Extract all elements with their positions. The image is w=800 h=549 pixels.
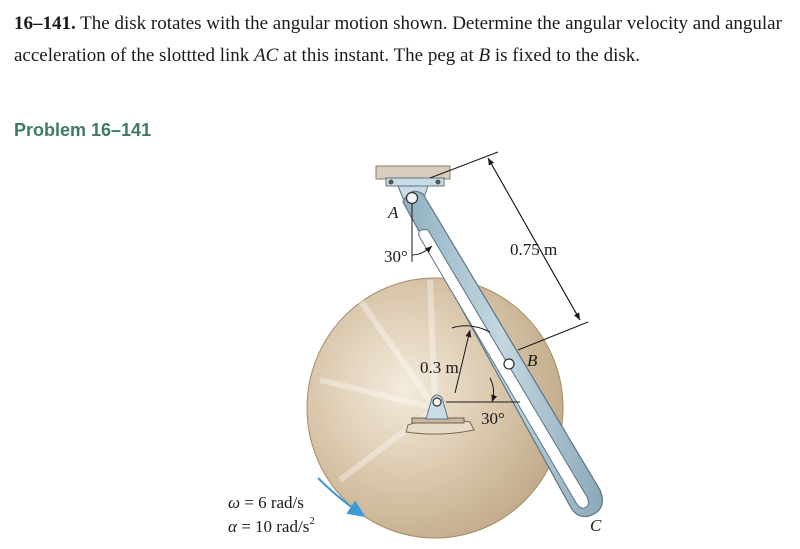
length-dimension bbox=[429, 151, 589, 351]
statement-text-2: at this instant. The peg at bbox=[278, 45, 479, 66]
label-radius: 0.3 m bbox=[420, 358, 459, 377]
statement-text-3: is fixed to the disk. bbox=[490, 45, 641, 66]
point-ac-ref: AC bbox=[254, 45, 279, 66]
label-a: A bbox=[387, 203, 399, 222]
peg-angle-arc bbox=[489, 377, 498, 403]
label-b: B bbox=[527, 351, 538, 370]
point-b-ref: B bbox=[478, 45, 491, 66]
disk-pivot bbox=[405, 394, 475, 435]
rotation-arrow bbox=[317, 477, 366, 518]
problem-statement: 16–141. The disk rotates with the angula… bbox=[14, 8, 790, 72]
radius-arc bbox=[451, 325, 491, 333]
omega-label: ω = 6 rad/s bbox=[228, 493, 304, 512]
label-length: 0.75 m bbox=[510, 240, 557, 259]
label-c: C bbox=[590, 516, 602, 535]
problem-number: 16–141. bbox=[14, 13, 76, 34]
statement-text-1: The disk rotates with the angular motion… bbox=[14, 13, 782, 66]
radius-arrow bbox=[454, 329, 472, 394]
label-link-angle: 30° bbox=[384, 247, 408, 266]
disk-sheen bbox=[319, 279, 438, 483]
figure-caption: Problem 16–141 bbox=[14, 120, 152, 140]
peg-b bbox=[503, 358, 515, 370]
slotted-link-ac bbox=[402, 190, 603, 518]
link-angle-arc bbox=[411, 245, 433, 256]
label-peg-angle: 30° bbox=[481, 409, 505, 428]
alpha-label: α = 10 rad/s2 bbox=[228, 515, 315, 536]
